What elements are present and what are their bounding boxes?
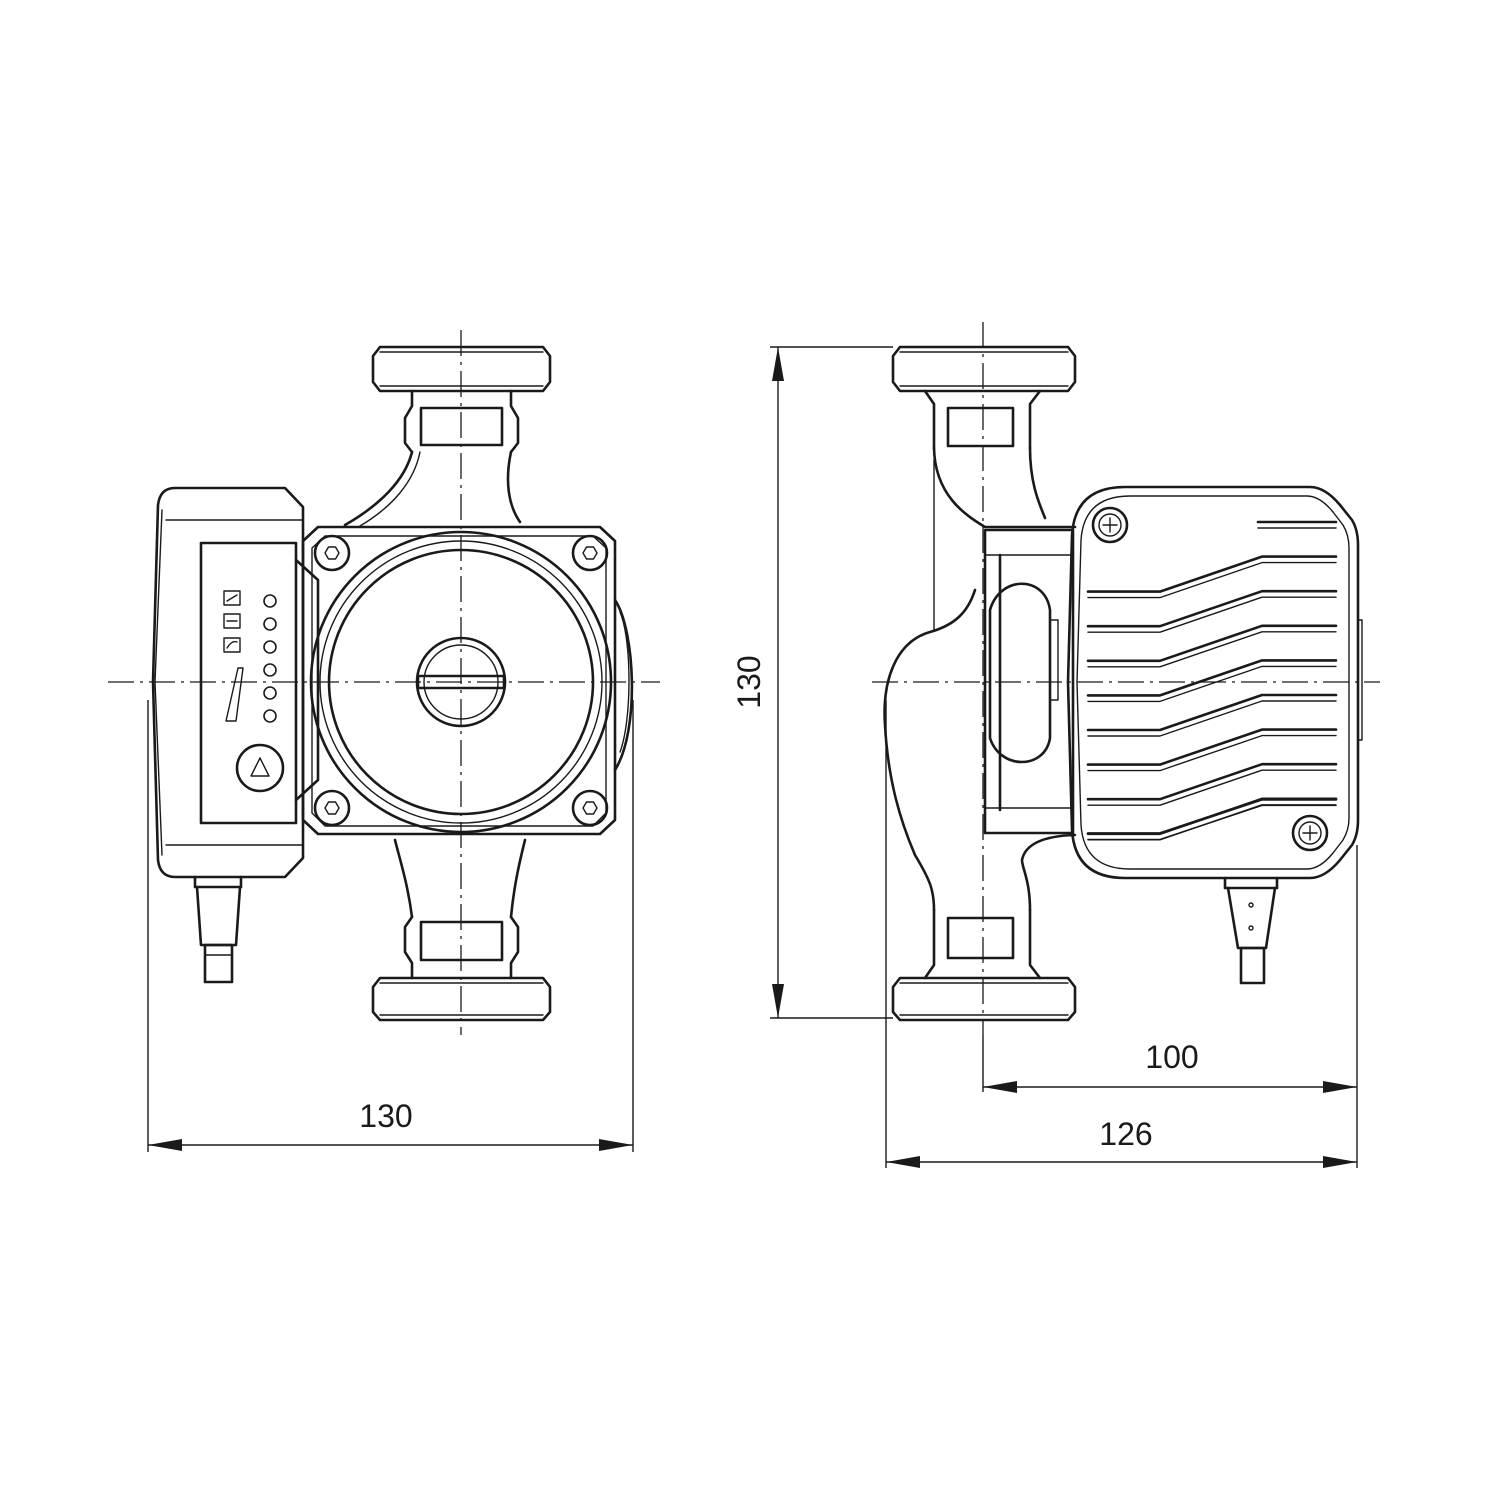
cable-gland xyxy=(193,875,243,984)
housing-bolts xyxy=(313,534,609,827)
dimension-height: 130 xyxy=(731,346,893,1019)
cooling-fin xyxy=(1086,555,1338,593)
side-pump-body xyxy=(883,446,1077,912)
cooling-fin-edge xyxy=(1087,734,1337,772)
cooling-fin-edge xyxy=(1087,596,1337,633)
cooling-fin-edge xyxy=(1087,665,1337,703)
bolt-icon xyxy=(571,789,609,827)
side-bottom-flange xyxy=(891,908,1077,1022)
bolt-icon xyxy=(313,789,351,827)
side-motor xyxy=(1066,485,1363,880)
side-view: 130 100 126 xyxy=(731,322,1380,1168)
bottom-flange xyxy=(371,838,552,1022)
side-cable-gland xyxy=(1223,876,1279,985)
pressure-mode-icon xyxy=(223,590,241,606)
cooling-fin xyxy=(1086,762,1338,801)
indicator-leds xyxy=(263,594,277,723)
top-flange xyxy=(343,345,552,527)
cooling-fin-edge xyxy=(1087,631,1337,668)
cooling-fin xyxy=(1086,659,1338,697)
led-indicator xyxy=(263,709,277,723)
side-top-flange xyxy=(891,345,1077,450)
cooling-fin-edge xyxy=(1087,804,1337,841)
mode-icons xyxy=(223,590,241,653)
bolt-icon xyxy=(313,534,351,572)
pump-housing xyxy=(301,525,634,836)
cooling-fin-edge xyxy=(1087,700,1337,737)
led-indicator xyxy=(263,686,277,700)
led-indicator xyxy=(263,617,277,631)
dimension-label: 126 xyxy=(1099,1116,1152,1152)
cooling-fin xyxy=(1086,693,1338,732)
cooling-fin-edge xyxy=(1087,769,1337,806)
curve-mode-icon xyxy=(223,637,241,653)
constant-mode-icon xyxy=(223,613,241,629)
cooling-fin xyxy=(1086,589,1338,628)
bolt-icon xyxy=(571,534,609,572)
motor-screw-icon xyxy=(1291,814,1329,852)
led-indicator xyxy=(263,663,277,677)
led-indicator xyxy=(263,640,277,654)
front-view: 130 xyxy=(108,330,660,1152)
cooling-fin-edge xyxy=(1087,561,1337,599)
dimension-motor-depth: 100 xyxy=(982,845,1358,1168)
dimension-label: 130 xyxy=(731,655,767,708)
triangle-icon xyxy=(250,757,270,777)
speed-bar-icon xyxy=(225,667,244,722)
cooling-fin xyxy=(1086,624,1338,663)
dimension-width: 130 xyxy=(147,700,634,1152)
motor-screw-icon xyxy=(1091,506,1129,544)
cooling-fin xyxy=(1086,798,1338,835)
mode-button[interactable] xyxy=(235,743,285,793)
dimension-overall-depth: 126 xyxy=(885,700,1357,1168)
dimension-label: 130 xyxy=(359,1098,412,1134)
dimension-label: 100 xyxy=(1145,1039,1198,1075)
cooling-fins xyxy=(1086,520,1338,841)
led-indicator xyxy=(263,594,277,608)
cooling-fin xyxy=(1086,728,1338,766)
